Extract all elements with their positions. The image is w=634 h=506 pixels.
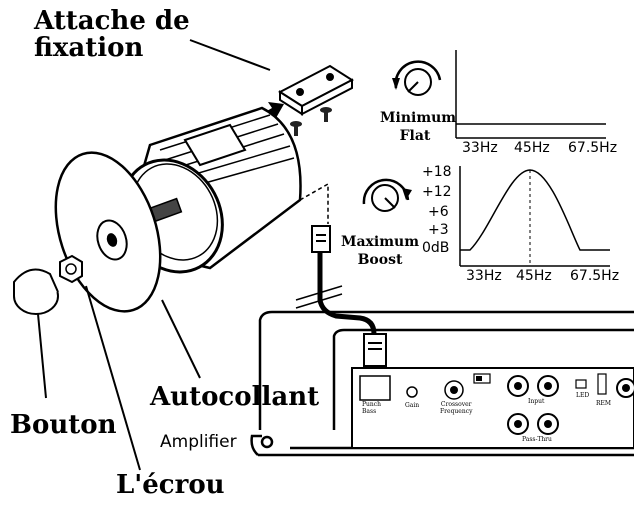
flat-x-tick: 67.5Hz — [568, 140, 618, 156]
mount-bracket-label: Attache de fixation — [34, 6, 190, 64]
dashed-cable-path — [299, 182, 329, 224]
rj-connector-bottom — [363, 333, 387, 367]
screw — [320, 107, 332, 122]
flat-response-chart — [455, 50, 606, 139]
knob-pointer-line — [37, 313, 47, 399]
pass-thru-text: Pass-Thru — [522, 436, 552, 443]
amp-front-panel — [351, 367, 634, 449]
rj-connector-top — [311, 225, 331, 253]
sticker-label: Autocollant — [150, 382, 320, 412]
nut — [59, 254, 83, 284]
rca-passthru-jacks — [507, 413, 559, 435]
punch-bass-port — [359, 375, 391, 401]
boost-y-tick: +6 — [428, 204, 449, 220]
led-indicator — [575, 379, 587, 389]
boost-y-tick: +12 — [422, 184, 452, 200]
flat-x-tick: 45Hz — [514, 140, 550, 156]
knob-label: Bouton — [10, 410, 117, 440]
nut-pointer-line — [85, 285, 141, 471]
rca-input-jacks — [507, 375, 559, 397]
nut-label: L'écrou — [116, 470, 225, 500]
mount-bracket — [278, 64, 354, 116]
screw — [290, 121, 302, 136]
boost-response-curve — [460, 169, 610, 251]
boost-y-tick: 0dB — [422, 240, 450, 256]
minimum-dial-caption: Minimum Flat — [380, 110, 457, 144]
sticker-pointer-line — [161, 299, 201, 379]
remote-cable — [317, 252, 377, 335]
boost-x-tick: 45Hz — [516, 268, 552, 284]
lp-hp-switch — [473, 373, 491, 384]
maximum-dial-caption: Maximum Boost — [340, 234, 420, 268]
boost-y-tick: +3 — [428, 222, 449, 238]
minimum-dial — [392, 60, 442, 96]
boost-response-chart — [459, 166, 610, 267]
flat-x-tick: 33Hz — [462, 140, 498, 156]
gain-text: Gain — [405, 402, 420, 409]
boost-y-tick: +18 — [422, 164, 452, 180]
led-text: LED — [576, 392, 590, 399]
knob — [13, 268, 59, 315]
bracket-pointer-line — [189, 39, 271, 71]
punch-bass-text: Punch Bass — [362, 401, 381, 415]
rem-terminal — [597, 373, 607, 395]
amplifier-label: Amplifier — [160, 432, 237, 452]
crossover-knob — [444, 380, 464, 400]
rem-text: REM — [596, 400, 612, 407]
gain-knob — [406, 386, 418, 398]
maximum-dial — [362, 178, 412, 212]
input-text: Input — [528, 398, 545, 405]
crossover-text: Crossover Frequency — [440, 401, 473, 415]
boost-x-tick: 67.5Hz — [570, 268, 620, 284]
boost-x-tick: 33Hz — [466, 268, 502, 284]
